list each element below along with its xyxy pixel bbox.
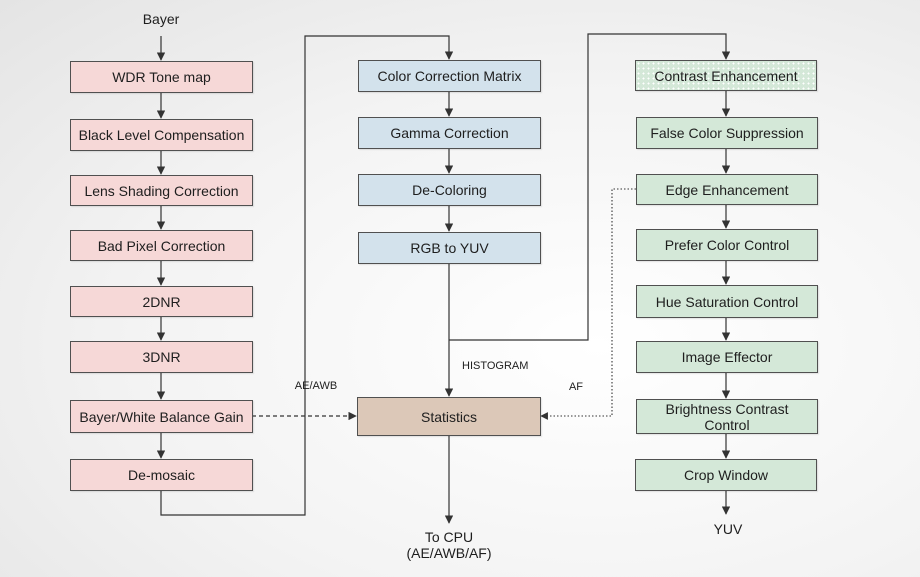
- crop-window-block: Crop Window: [635, 459, 817, 491]
- connector-yuv-to-contrast: [449, 33, 731, 341]
- bayer-input-label: Bayer: [142, 11, 180, 27]
- gamma-correction-block: Gamma Correction: [358, 117, 541, 149]
- de-coloring-block: De-Coloring: [358, 174, 541, 206]
- contrast-enhancement-block: Contrast Enhancement: [635, 60, 817, 91]
- wdr-tone-map-block: WDR Tone map: [70, 61, 253, 93]
- bad-pixel-correction-block: Bad Pixel Correction: [70, 230, 253, 261]
- lens-shading-correction-block: Lens Shading Correction: [70, 175, 253, 206]
- ae-awb-label: AE/AWB: [294, 380, 338, 392]
- af-label: AF: [568, 381, 584, 393]
- dotted-af-arrow: [540, 188, 636, 420]
- prefer-color-control-block: Prefer Color Control: [636, 229, 818, 261]
- connector-demosaic-to-ccm: [160, 35, 454, 516]
- to-cpu-label: To CPU: [424, 529, 474, 545]
- histogram-label: HISTOGRAM: [462, 360, 529, 372]
- color-correction-matrix-block: Color Correction Matrix: [358, 60, 541, 92]
- image-effector-block: Image Effector: [636, 341, 818, 373]
- rgb-to-yuv-block: RGB to YUV: [358, 232, 541, 264]
- yuv-output-label: YUV: [713, 521, 743, 537]
- brightness-contrast-control-block: Brightness Contrast Control: [636, 399, 818, 434]
- edge-enhancement-block: Edge Enhancement: [636, 174, 818, 205]
- false-color-suppression-block: False Color Suppression: [636, 117, 818, 149]
- statistics-block: Statistics: [357, 397, 541, 436]
- 2dnr-block: 2DNR: [70, 286, 253, 317]
- black-level-compensation-block: Black Level Compensation: [70, 119, 253, 151]
- bayer-white-balance-gain-block: Bayer/White Balance Gain: [70, 400, 253, 433]
- 3dnr-block: 3DNR: [70, 341, 253, 373]
- de-mosaic-block: De-mosaic: [70, 459, 253, 491]
- ae-awb-af-output-label: (AE/AWB/AF): [406, 545, 492, 561]
- hue-saturation-control-block: Hue Saturation Control: [636, 285, 818, 318]
